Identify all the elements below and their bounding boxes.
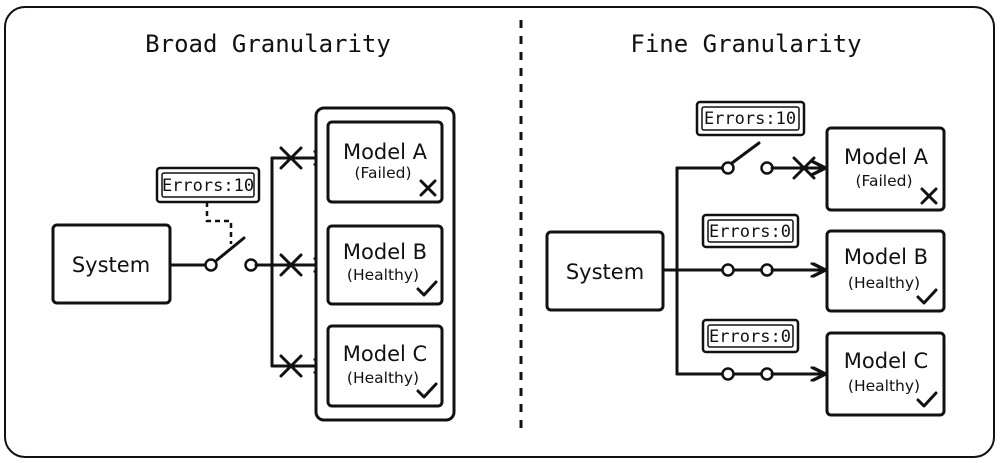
x-mark-icon xyxy=(419,179,437,197)
broad-model-c-status: (Healthy) xyxy=(347,369,419,387)
broad-switch xyxy=(204,236,258,272)
fine-model-c-status: (Healthy) xyxy=(848,377,920,395)
fine-system-box: System xyxy=(545,230,665,312)
broad-model-b-status: (Healthy) xyxy=(347,266,419,284)
broad-model-a: Model A (Failed) xyxy=(326,120,444,204)
broad-model-a-status: (Failed) xyxy=(354,164,411,182)
fine-model-a-name: Model A xyxy=(844,145,929,169)
broad-cross-b xyxy=(279,253,303,277)
broad-model-c-name: Model C xyxy=(343,342,427,366)
checkmark-icon xyxy=(416,280,438,297)
fine-model-b-status: (Healthy) xyxy=(848,274,920,292)
broad-cross-a xyxy=(279,146,303,170)
broad-system-box: System xyxy=(51,223,172,305)
checkmark-icon xyxy=(416,382,438,399)
fine-model-a: Model A (Failed) xyxy=(825,126,946,212)
fine-title: Fine Granularity xyxy=(630,30,861,58)
fine-switch-a xyxy=(721,141,774,175)
broad-model-a-name: Model A xyxy=(343,140,428,164)
broad-panel: Broad Granularity System Errors:10 xyxy=(51,30,456,422)
fine-model-c-name: Model C xyxy=(844,349,928,373)
fine-model-c: Model C (Healthy) xyxy=(825,331,946,417)
fine-counter-c-text: Errors:0 xyxy=(709,327,791,347)
checkmark-icon xyxy=(916,288,938,305)
checkmark-icon xyxy=(916,391,938,408)
fine-counter-b-text: Errors:0 xyxy=(709,222,791,242)
fine-error-counter-c: Errors:0 xyxy=(701,318,800,354)
broad-counter-link xyxy=(205,202,233,244)
broad-model-b-name: Model B xyxy=(343,240,427,264)
fine-model-a-status: (Failed) xyxy=(855,172,912,190)
broad-title: Broad Granularity xyxy=(145,30,391,58)
fine-error-counter-a: Errors:10 xyxy=(695,100,806,137)
fine-error-counter-b: Errors:0 xyxy=(701,213,800,249)
x-mark-icon xyxy=(920,187,938,205)
broad-cross-c xyxy=(279,354,303,378)
fine-counter-a-text: Errors:10 xyxy=(704,109,796,129)
broad-counter-text: Errors:10 xyxy=(162,176,254,196)
fine-model-b-name: Model B xyxy=(844,245,928,269)
fine-cross-a xyxy=(792,156,816,180)
fine-model-b: Model B (Healthy) xyxy=(825,229,946,313)
broad-model-b: Model B (Healthy) xyxy=(326,224,444,306)
broad-system-label: System xyxy=(72,253,150,277)
fine-panel: Fine Granularity System Errors:10 xyxy=(545,30,946,417)
fine-switch-b xyxy=(721,263,774,277)
broad-error-counter: Errors:10 xyxy=(155,166,261,204)
fine-system-label: System xyxy=(566,260,644,284)
broad-model-c: Model C (Healthy) xyxy=(326,324,444,408)
